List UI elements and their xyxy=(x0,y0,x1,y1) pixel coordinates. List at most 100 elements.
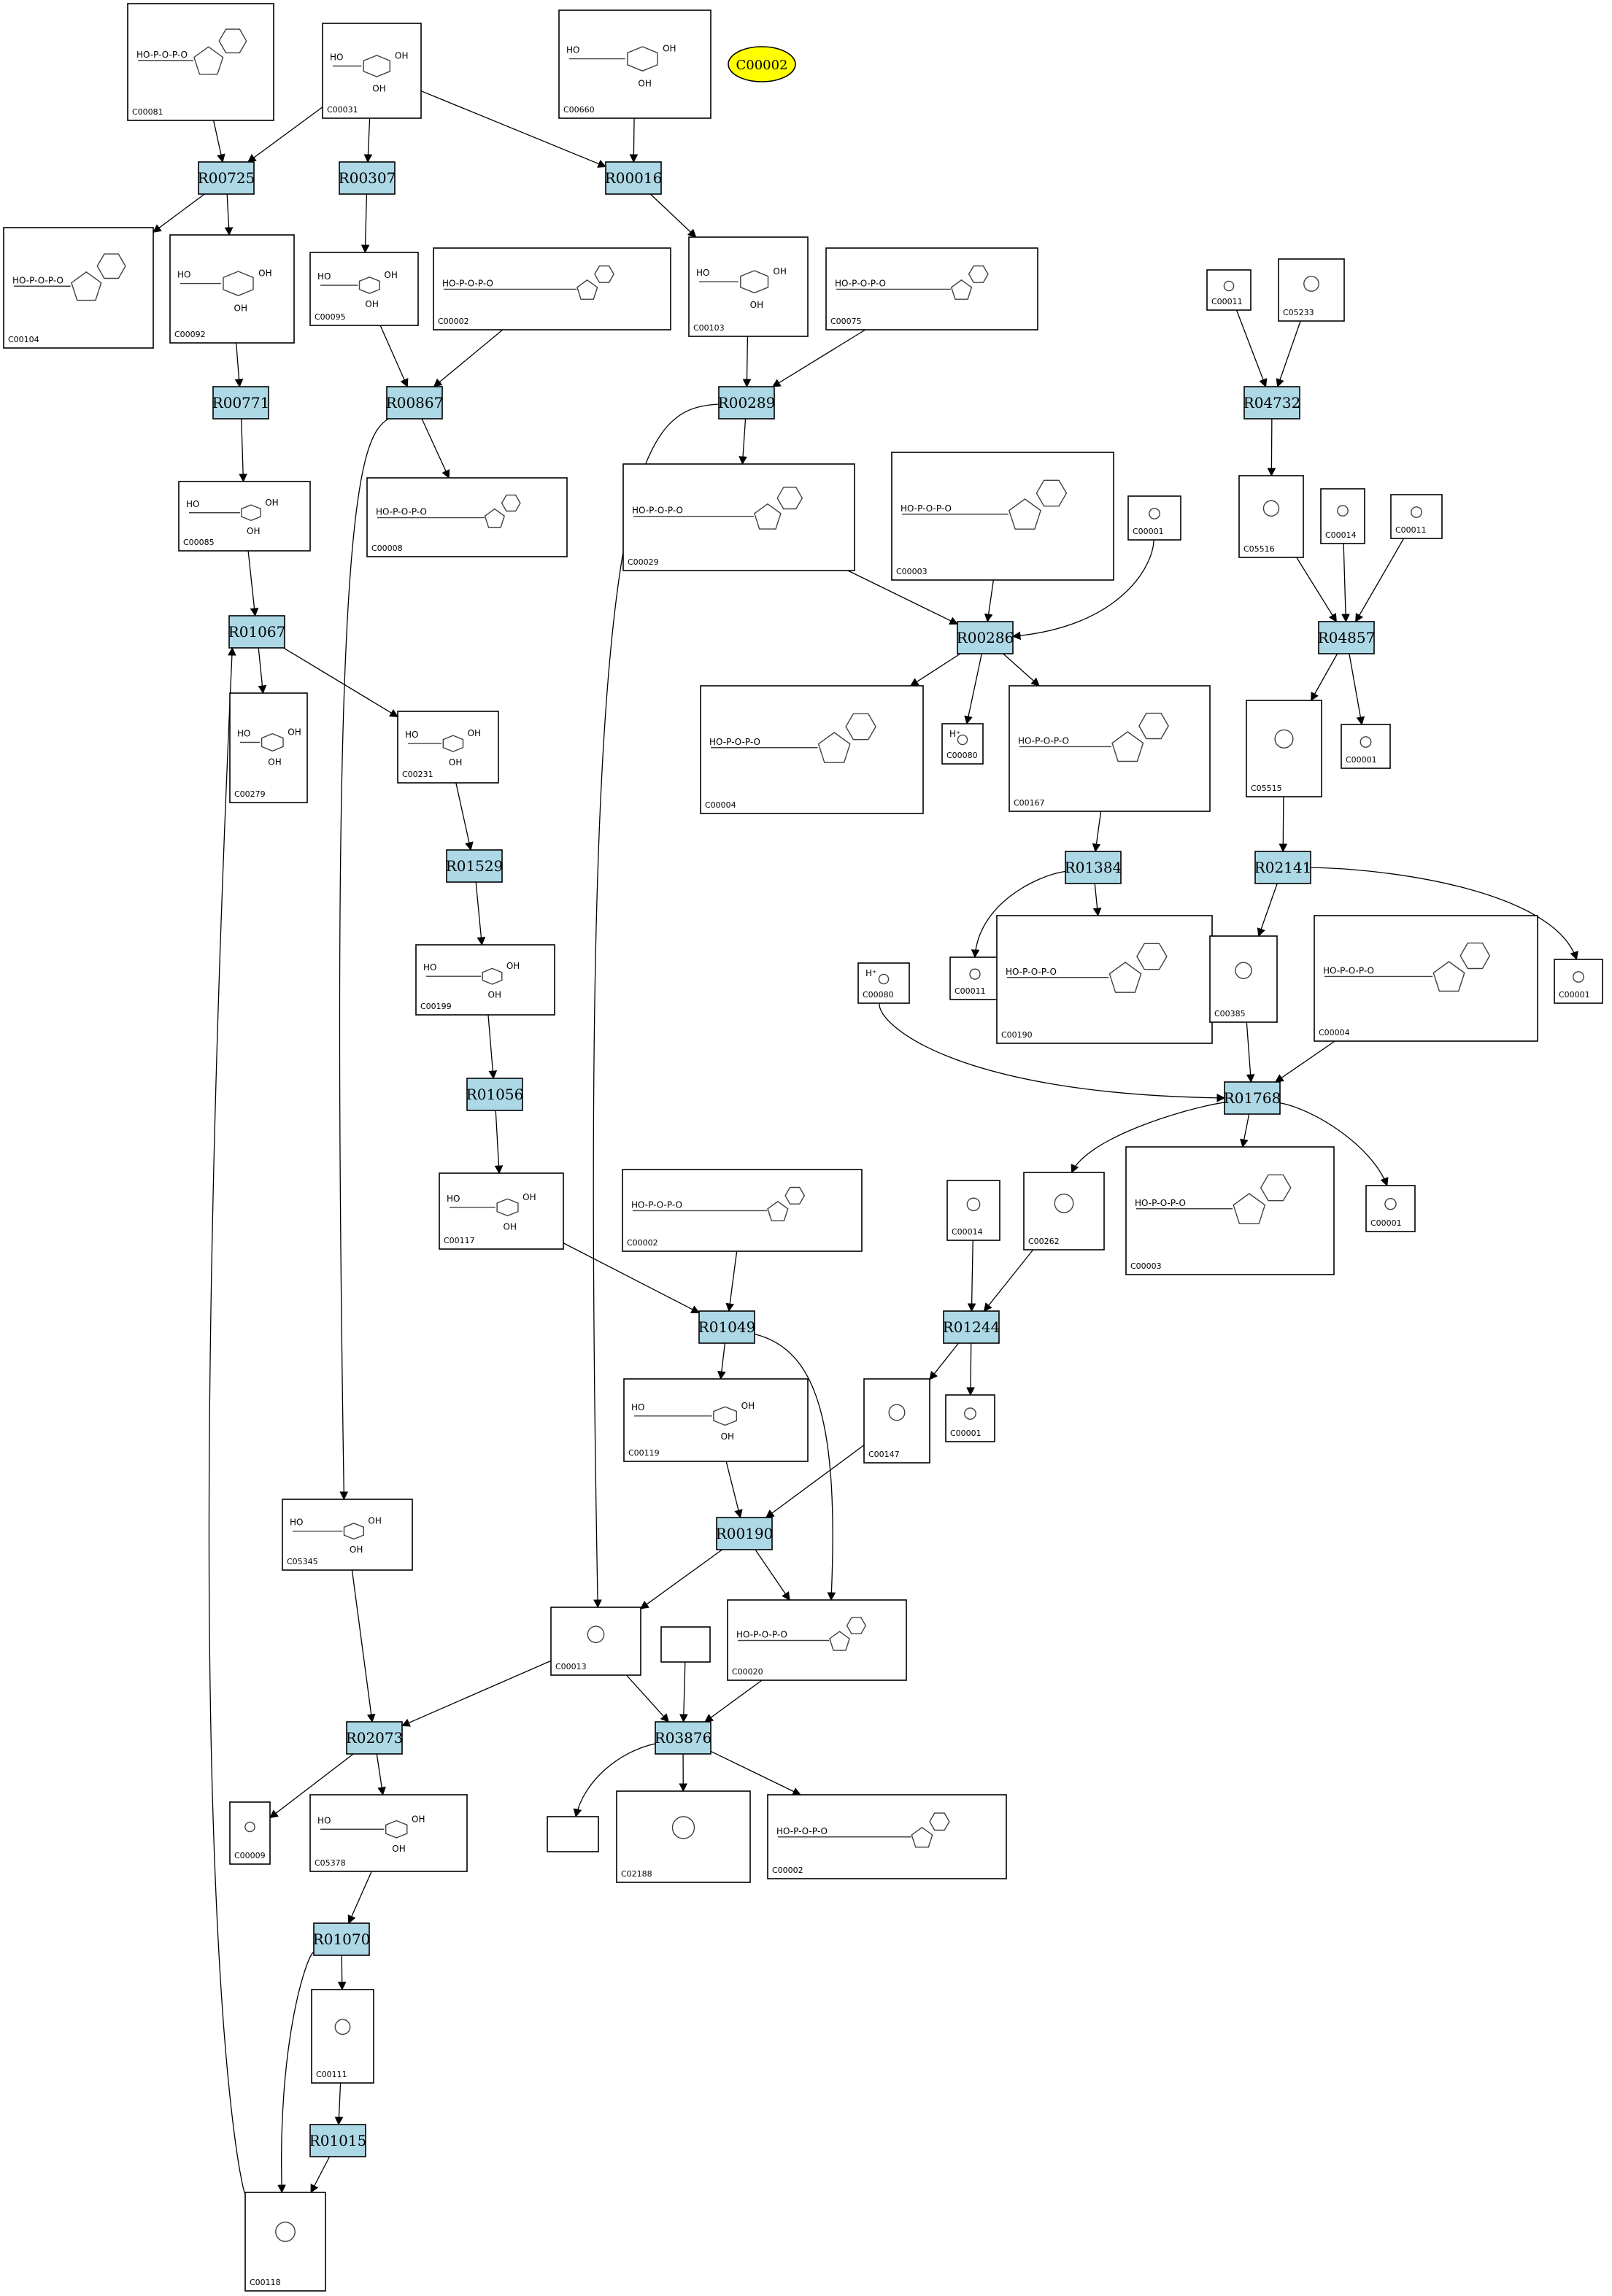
compound-node[interactable]: C05233 xyxy=(1278,258,1345,322)
compound-node[interactable]: C00118 xyxy=(244,2192,326,2292)
compound-node[interactable]: C00147 xyxy=(863,1378,930,1464)
reaction-node[interactable]: R02141 xyxy=(1254,851,1312,884)
compound-node[interactable]: C00001 xyxy=(945,1394,995,1442)
compound-box xyxy=(558,9,711,119)
compound-box xyxy=(891,452,1114,581)
reaction-node[interactable]: R00286 xyxy=(957,621,1014,654)
reaction-node[interactable]: R01384 xyxy=(1065,851,1122,884)
compound-node[interactable] xyxy=(660,1626,711,1663)
reaction-node[interactable]: R00725 xyxy=(198,161,255,195)
svg-text:OH: OH xyxy=(234,303,247,313)
reaction-node[interactable]: R01067 xyxy=(228,615,286,649)
svg-text:HO: HO xyxy=(237,729,250,739)
compound-node[interactable]: H⁺C00080 xyxy=(941,723,984,765)
reaction-node[interactable]: R04732 xyxy=(1243,386,1301,420)
reaction-edge xyxy=(247,550,259,617)
reaction-edge xyxy=(269,1753,354,1819)
reaction-id-label: R01244 xyxy=(943,1318,1000,1336)
reaction-node[interactable]: R03876 xyxy=(655,1721,712,1755)
reaction-id-label: R00307 xyxy=(339,169,396,187)
compound-node[interactable]: C00001 xyxy=(1127,495,1181,541)
reaction-node[interactable]: R01056 xyxy=(466,1078,524,1111)
compound-node[interactable] xyxy=(547,1816,599,1852)
compound-box xyxy=(1554,959,1603,1004)
compound-node[interactable]: C00111 xyxy=(311,1989,374,2084)
compound-node[interactable]: C00009 xyxy=(229,1801,271,1865)
compound-box xyxy=(127,3,274,121)
reaction-node[interactable]: R01049 xyxy=(698,1310,756,1344)
compound-node[interactable]: C02188 xyxy=(616,1790,751,1883)
compound-node[interactable]: C00014 xyxy=(1320,488,1365,544)
compound-node[interactable]: C00001 xyxy=(1554,959,1603,1004)
reaction-node[interactable]: R01015 xyxy=(309,2124,367,2157)
reaction-node[interactable]: R04857 xyxy=(1318,621,1376,654)
compound-node[interactable]: C00011 xyxy=(1390,494,1443,539)
svg-text:HO: HO xyxy=(290,1518,303,1528)
compound-node[interactable]: C00011 xyxy=(1206,269,1252,311)
compound-id-label: C00002 xyxy=(438,317,469,326)
reaction-node[interactable]: R00771 xyxy=(212,386,270,420)
compound-node[interactable]: H⁺C00080 xyxy=(857,962,910,1004)
reaction-edge xyxy=(1274,1040,1335,1083)
compound-node[interactable]: C00001 xyxy=(1365,1185,1416,1232)
compound-box xyxy=(1365,1185,1416,1232)
reaction-node[interactable]: R01768 xyxy=(1224,1081,1281,1115)
compound-id-label: C00081 xyxy=(132,107,163,117)
reaction-node[interactable]: R00307 xyxy=(339,161,396,195)
reaction-node[interactable]: R02073 xyxy=(346,1721,404,1755)
compound-node[interactable]: C00014 xyxy=(946,1180,1000,1241)
reaction-node[interactable]: R00289 xyxy=(718,386,776,420)
compound-node[interactable]: C05515 xyxy=(1246,700,1322,797)
reaction-edge xyxy=(649,193,697,238)
reaction-node[interactable]: R00016 xyxy=(605,161,663,195)
reaction-box xyxy=(1254,851,1311,884)
reaction-edge xyxy=(310,2156,331,2194)
highlight-node[interactable]: C00002 xyxy=(728,46,796,82)
reaction-node[interactable]: R01529 xyxy=(446,849,504,883)
compound-node[interactable]: C05516 xyxy=(1238,475,1304,558)
reaction-node[interactable]: R00867 xyxy=(386,386,444,420)
atom-shape xyxy=(1149,508,1160,519)
compound-node[interactable]: C00385 xyxy=(1209,935,1278,1023)
compound-node[interactable]: C00013 xyxy=(550,1607,641,1676)
reaction-edge xyxy=(376,1753,386,1796)
reaction-node[interactable]: R01070 xyxy=(313,1922,371,1956)
compound-box xyxy=(941,723,984,765)
compound-box xyxy=(857,962,910,1004)
compound-node[interactable]: C00262 xyxy=(1023,1172,1105,1251)
compound-node[interactable]: C00001 xyxy=(1341,724,1391,769)
compound-id-label: C00004 xyxy=(705,800,736,810)
reaction-edge xyxy=(725,1251,738,1313)
reaction-node[interactable]: R00190 xyxy=(716,1517,774,1550)
reaction-node[interactable]: R01244 xyxy=(943,1310,1000,1344)
compound-node[interactable]: C00011 xyxy=(949,956,1000,1000)
